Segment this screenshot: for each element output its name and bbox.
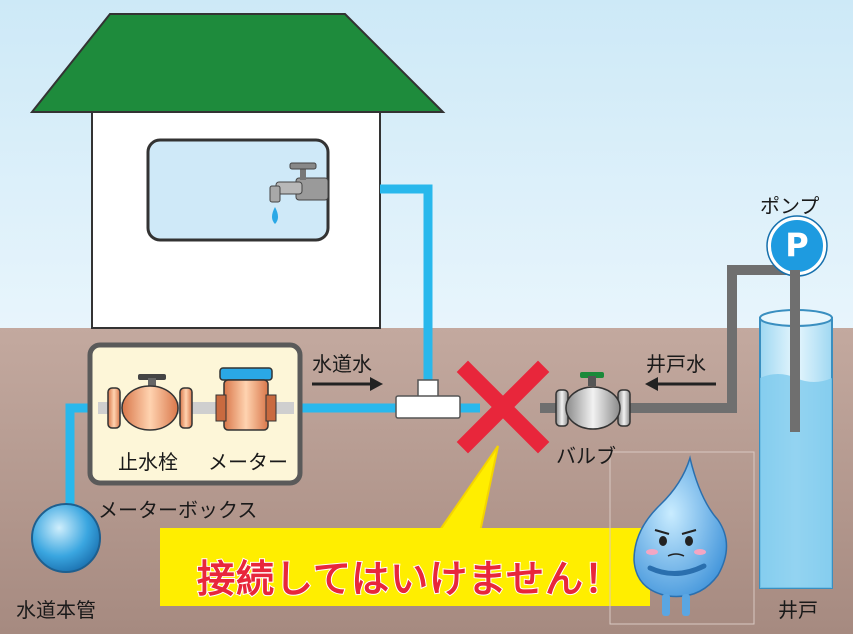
water-main-icon (31, 503, 101, 573)
faucet-icon (269, 162, 329, 224)
pump-icon (766, 215, 828, 277)
house (29, 13, 446, 329)
pump-symbol: P (785, 226, 809, 264)
warning-text: 接続してはいけません！ (196, 556, 623, 602)
warning-banner (160, 445, 650, 606)
stop-valve-icon (107, 374, 193, 431)
arrow-left-icon (645, 377, 716, 391)
arrow-right-icon (312, 377, 383, 391)
tee-fitting (395, 379, 461, 419)
gate-valve-icon (555, 372, 631, 430)
pump-label: ポンプ (760, 194, 820, 218)
water-meter-icon (215, 367, 277, 431)
water-main-label: 水道本管 (16, 598, 96, 622)
mascot-frame (609, 451, 755, 625)
roof (29, 13, 446, 113)
water-drop-mascot-icon (633, 455, 728, 616)
water-drop-icon (272, 207, 278, 224)
valve-label: バルブ (556, 444, 616, 468)
meter-box (87, 342, 303, 486)
forbidden-x-icon (456, 360, 550, 454)
meter-box-label: メーターボックス (98, 498, 258, 522)
well-water-label: 井戸水 (646, 352, 706, 376)
stop-valve-label: 止水栓 (118, 450, 178, 474)
meter-label: メーター (208, 450, 288, 474)
tap-water-label: 水道水 (312, 352, 372, 376)
well-label: 井戸 (778, 598, 818, 622)
well-icon (759, 270, 833, 589)
